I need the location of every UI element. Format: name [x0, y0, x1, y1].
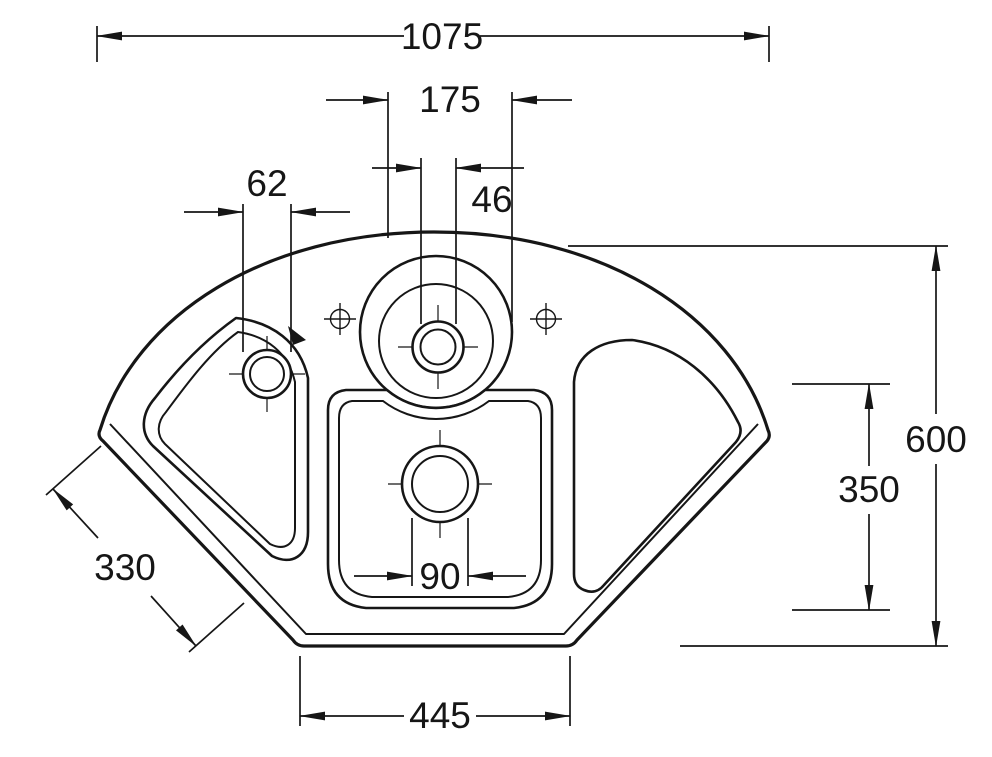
dim-text-90: 90 [419, 556, 460, 597]
main-bowl [326, 388, 554, 610]
extension-line [188, 602, 245, 653]
main-bowl-inner [338, 400, 542, 598]
faucet-platform-inner-circle [378, 283, 494, 399]
tap-hole-inner-circle [419, 328, 457, 366]
right-drainer-outline [572, 338, 742, 593]
left-drain-inner-circle [249, 356, 285, 392]
main-drain-outer-circle [400, 444, 480, 524]
main-drain [388, 430, 492, 538]
left-bowl [142, 316, 310, 562]
dim-text-46: 46 [471, 179, 512, 220]
dim-text-600: 600 [905, 419, 967, 460]
dim-tap-hole: 46 [372, 158, 524, 324]
dim-overall-depth: 600 [568, 245, 967, 647]
marker-circle [535, 308, 557, 330]
main-drain-inner-circle [411, 455, 469, 513]
tap-hole-marker-left [324, 303, 356, 335]
dim-text-330: 330 [94, 547, 156, 588]
left-bowl-outline [142, 316, 310, 562]
dim-text-62: 62 [246, 163, 287, 204]
dim-text-175: 175 [419, 79, 481, 120]
dim-platform-width: 175 [326, 79, 572, 322]
dim-line [150, 595, 197, 647]
dim-text-1075: 1075 [401, 16, 483, 57]
dim-front-edge: 445 [299, 656, 571, 736]
dim-drain: 90 [354, 518, 526, 597]
extension-line [45, 445, 102, 496]
tap-hole-marker-right [530, 303, 562, 335]
sink-body [97, 230, 771, 648]
sink-inner-rim [109, 423, 759, 635]
dim-line [52, 488, 99, 539]
left-drain [229, 336, 305, 412]
dim-text-350: 350 [838, 469, 900, 510]
dim-overall-width: 1075 [96, 16, 770, 62]
dim-side-edge: 330 [45, 445, 245, 653]
dim-left-drain: 62 [184, 163, 350, 352]
marker-circle [329, 308, 351, 330]
sink-outline [97, 230, 771, 648]
dim-text-445: 445 [409, 695, 471, 736]
overflow-mark [288, 326, 306, 345]
faucet-platform [358, 254, 514, 410]
dim-bowl-depth: 350 [792, 383, 900, 611]
